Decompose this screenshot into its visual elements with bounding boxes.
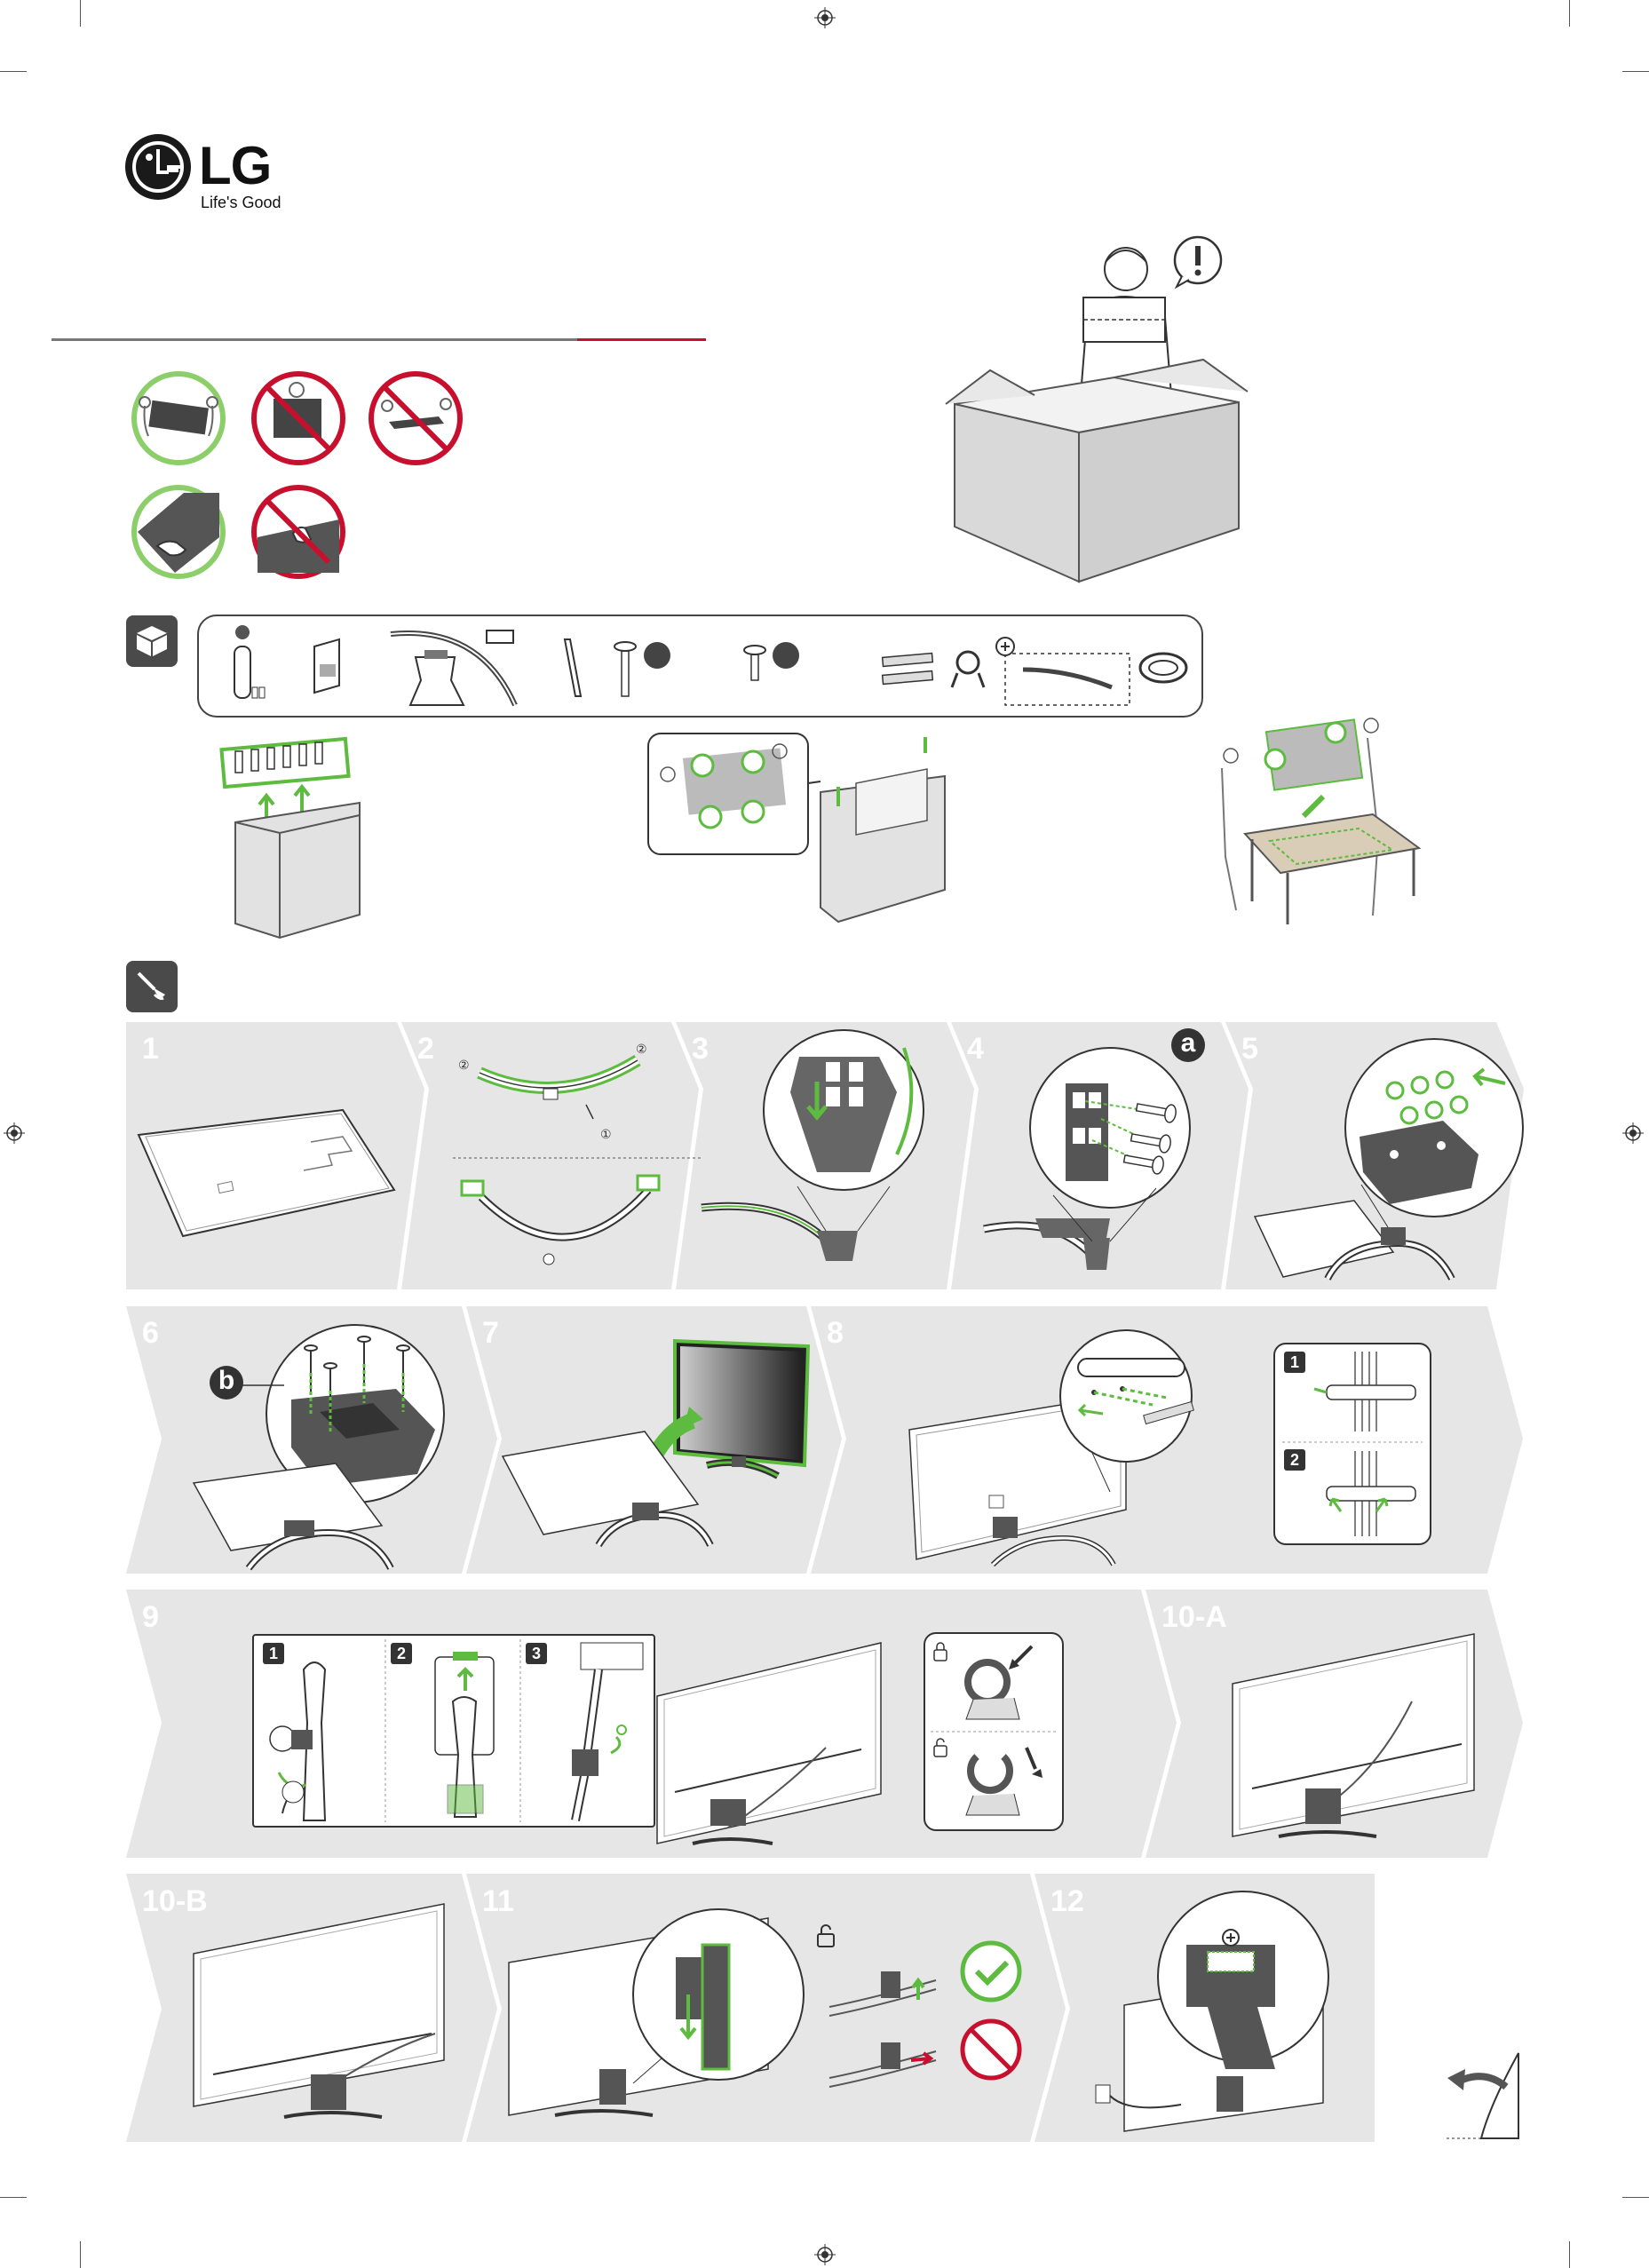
clamp-lock-illustration	[931, 1642, 1057, 1816]
parts-list-items	[234, 625, 1188, 707]
step-number-10a: 10-A	[1161, 1600, 1227, 1634]
handling-wrong-single-carry-icon	[251, 371, 345, 465]
step-10a-illustration	[1232, 1633, 1475, 1838]
logo-tagline: Life's Good	[201, 194, 281, 211]
step-8-detail-panel	[1273, 1343, 1431, 1545]
svg-text:②: ②	[636, 1042, 647, 1056]
step-number-3: 3	[692, 1032, 709, 1066]
registration-mark-right	[1622, 1122, 1644, 1144]
clamp-wrong-illustration	[828, 2042, 937, 2088]
place-tv-on-table-illustration	[1221, 718, 1422, 924]
crop-mark	[1569, 2241, 1570, 2268]
step-10b-illustration	[193, 1903, 445, 2119]
step-number-6: 6	[142, 1316, 159, 1350]
step-8-substep-1: 1	[1284, 1352, 1305, 1373]
lg-logo: LG Life's Good	[124, 133, 337, 213]
step-number-11: 11	[482, 1884, 514, 1918]
registration-mark-top	[814, 7, 836, 28]
step-number-8: 8	[827, 1316, 844, 1350]
unpacking-box-illustration	[945, 235, 1249, 583]
step-number-10b: 10-B	[142, 1884, 208, 1918]
step-2-illustration: ② ② ①	[453, 1042, 702, 1265]
handling-wrong-touch-screen-icon	[251, 485, 345, 579]
registration-mark-left	[4, 1122, 25, 1144]
logo-wordmark: LG	[199, 136, 272, 195]
crop-mark	[0, 71, 27, 72]
lift-tv-from-box-illustration	[647, 733, 946, 924]
page-turn-icon	[1446, 2052, 1519, 2139]
crop-mark	[1569, 0, 1570, 27]
remove-accessory-tray-illustration	[219, 736, 361, 940]
svg-text:①: ①	[600, 1127, 612, 1141]
step-3-illustration	[701, 1029, 924, 1261]
box-icon	[126, 615, 178, 667]
parts-list-panel	[197, 615, 1203, 718]
handling-correct-carry-icon	[131, 371, 226, 465]
step-number-4: 4	[967, 1032, 984, 1066]
handling-correct-hold-edge-icon	[131, 485, 226, 579]
svg-text:②: ②	[458, 1058, 470, 1072]
crop-mark	[80, 2241, 81, 2268]
step-number-9: 9	[142, 1600, 159, 1634]
crop-mark	[1622, 2197, 1649, 2198]
header-rule-red	[577, 338, 706, 341]
step-4-illustration	[983, 1047, 1191, 1270]
registration-mark-bottom	[814, 2244, 836, 2265]
step-9-detail-illustration	[269, 1639, 644, 1822]
step-1-illustration	[137, 1108, 396, 1238]
header-rule-gray	[52, 338, 577, 341]
step-5-illustration	[1253, 1038, 1524, 1281]
step-8-substep-2: 2	[1284, 1449, 1305, 1471]
clamp-correct-illustration	[828, 1971, 937, 2017]
lg-face-icon	[125, 134, 191, 200]
step-9-tv-back-illustration	[656, 1642, 882, 1845]
callout-b: b	[210, 1366, 243, 1400]
step-8-detail-illustration	[1282, 1352, 1423, 1536]
step-7-illustration	[501, 1338, 811, 1548]
step-number-2: 2	[417, 1032, 434, 1066]
crop-mark	[80, 0, 81, 27]
step-number-12: 12	[1050, 1884, 1084, 1918]
unlock-icon	[817, 1924, 835, 1947]
crop-mark	[0, 2197, 27, 2198]
handling-wrong-flat-carry-icon	[369, 371, 463, 465]
callout-a: a	[1171, 1028, 1205, 1062]
screwdriver-icon	[126, 961, 178, 1012]
prohibit-icon	[960, 2018, 1022, 2081]
step-6-illustration	[192, 1324, 445, 1571]
step-9-substep-2: 2	[391, 1643, 412, 1664]
step-number-5: 5	[1241, 1032, 1258, 1066]
step-11-illustration	[508, 1908, 805, 2117]
check-icon	[960, 1940, 1022, 2002]
crop-mark	[1622, 71, 1649, 72]
step-8-illustration	[908, 1329, 1194, 1567]
step-number-7: 7	[482, 1316, 499, 1350]
step-9-substep-1: 1	[263, 1643, 284, 1664]
step-number-1: 1	[142, 1032, 159, 1066]
step-9-substep-3: 3	[526, 1643, 547, 1664]
step-12-illustration	[1095, 1891, 1329, 2132]
